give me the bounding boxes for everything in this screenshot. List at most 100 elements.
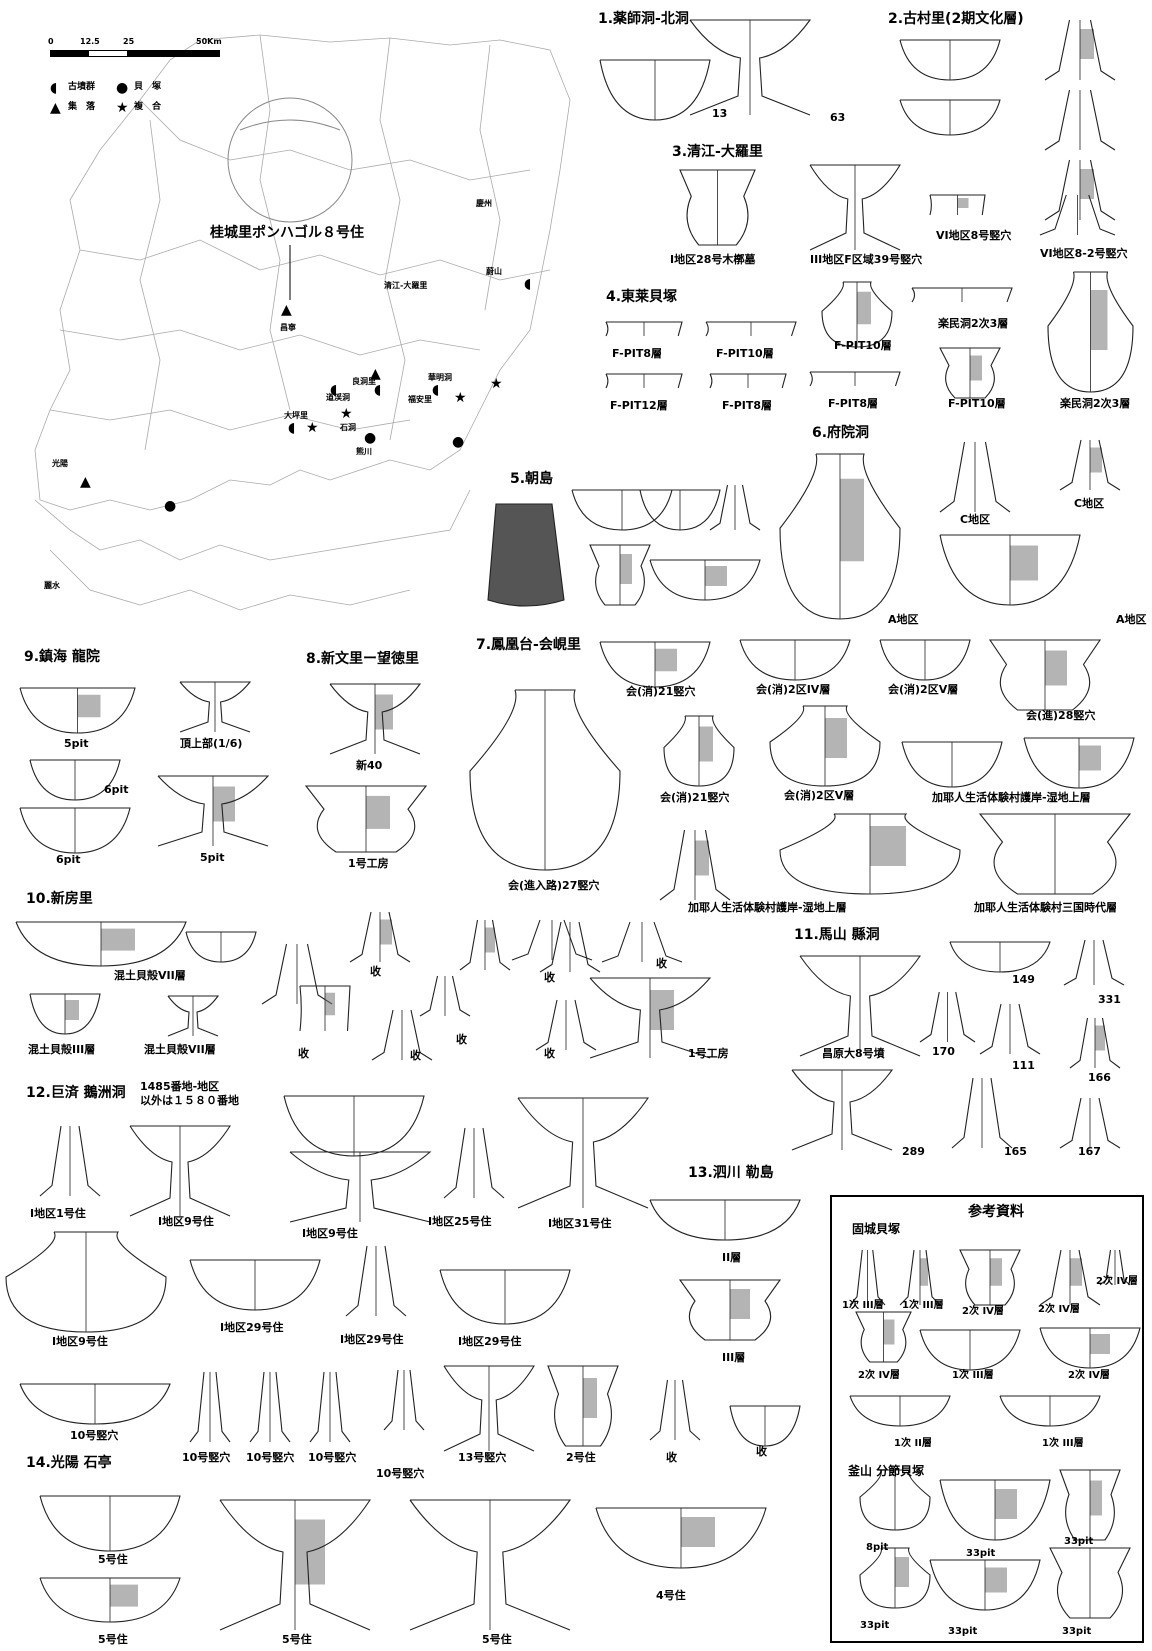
pottery-drawing [419, 975, 471, 1017]
item-label: 收 [370, 965, 381, 978]
pottery-drawing [939, 1479, 1051, 1541]
pottery-drawing [304, 785, 428, 853]
pottery-drawing [443, 1365, 535, 1452]
item-label: 1次 III層 [952, 1370, 994, 1381]
pottery-drawing [19, 807, 131, 854]
composite-site-icon: ★ [306, 420, 319, 436]
shell-mound-icon: ● [116, 80, 129, 96]
item-label: 加耶人生活体験村護岸-湿地上層 [688, 901, 847, 914]
map-place-label: 昌寧 [280, 323, 296, 332]
pottery-drawing [919, 991, 976, 1043]
item-label: 8pit [866, 1542, 889, 1553]
section-title: 6.府院洞 [812, 425, 870, 441]
pottery-drawing [1047, 271, 1134, 393]
item-label: 1次 III層 [1042, 1438, 1084, 1449]
item-label: C地区 [1074, 497, 1105, 510]
item-label: I地区25号住 [428, 1215, 492, 1228]
pottery-drawing [517, 1097, 650, 1209]
map-legend: ◖ 古墳群 ● 貝 塚 ▲ 集 落 ★ 複 合 [50, 80, 190, 120]
pottery-drawing [189, 1259, 321, 1311]
item-label: 5pit [64, 737, 89, 750]
map-place-label: 光陽 [52, 459, 68, 468]
item-label: 33pit [966, 1548, 996, 1559]
item-label: F-PIT8層 [828, 397, 879, 410]
pottery-drawing [791, 1069, 894, 1151]
reference-title: 参考資料 [968, 1204, 1024, 1220]
pottery-drawing [859, 1547, 931, 1609]
item-label: 5pit [200, 851, 225, 864]
item-label: 33pit [1064, 1536, 1094, 1547]
pottery-drawing [219, 1499, 372, 1631]
item-label: 1号工房 [348, 857, 389, 870]
item-label: C地区 [960, 513, 991, 526]
item-label: 10号竪穴 [308, 1451, 357, 1464]
item-label: 2次 IV層 [1096, 1276, 1138, 1287]
pottery-drawing [595, 1507, 767, 1569]
pottery-drawing [599, 59, 711, 121]
item-label: 收 [656, 957, 667, 970]
pottery-drawing [605, 373, 683, 389]
item-label: A地区 [1116, 613, 1147, 626]
pottery-drawing [639, 489, 721, 531]
item-label: 加耶人生活体験村三国時代層 [974, 901, 1117, 914]
pottery-drawing [1059, 1097, 1121, 1149]
artifact-photo [487, 503, 565, 607]
pottery-drawing [443, 1127, 505, 1199]
pottery-drawing [1049, 1547, 1131, 1619]
item-label: III層 [722, 1351, 746, 1364]
pottery-drawing [383, 1369, 425, 1431]
item-label: 331 [1098, 993, 1121, 1006]
item-label: 混土貝殻III層 [28, 1043, 96, 1056]
item-label: 1次 III層 [842, 1300, 884, 1311]
item-label: II層 [722, 1251, 742, 1264]
pottery-drawing [129, 1125, 232, 1217]
pottery-drawing [1039, 1327, 1141, 1369]
pottery-drawing [1069, 1017, 1121, 1069]
pottery-drawing [29, 993, 101, 1035]
pottery-drawing [709, 484, 761, 531]
pottery-drawing [929, 194, 986, 216]
item-label: 2次 IV層 [962, 1306, 1004, 1317]
tomb-cluster-icon: ◖ [288, 420, 296, 436]
section-title: 12.巨済 鵝洲洞 [26, 1085, 126, 1101]
scale-tick: 50Km [196, 37, 222, 46]
pottery-drawing [39, 1577, 181, 1623]
item-label: 149 [1012, 973, 1035, 986]
item-label: 33pit [1062, 1626, 1092, 1637]
scale-tick: 0 [48, 37, 54, 46]
item-label: III地区F区域39号竪穴 [810, 253, 923, 266]
item-label: 新40 [356, 759, 383, 772]
item-label: F-PIT10層 [834, 339, 892, 352]
item-label: 昌原大8号墳 [822, 1047, 885, 1060]
tomb-cluster-icon: ◖ [330, 382, 338, 398]
reference-subtitle: 釜山 分節貝塚 [848, 1464, 925, 1478]
pottery-drawing [899, 1249, 941, 1306]
tomb-cluster-icon: ◖ [432, 382, 440, 398]
pottery-drawing [689, 19, 812, 116]
item-label: 167 [1078, 1145, 1101, 1158]
pottery-drawing [649, 559, 761, 601]
section-title: 5.朝島 [510, 471, 554, 487]
pottery-drawing [1039, 194, 1116, 236]
item-label: 2号住 [566, 1451, 596, 1464]
pottery-drawing [547, 1365, 619, 1447]
legend-label: 集 落 [68, 102, 96, 112]
pottery-drawing [459, 919, 511, 971]
item-label: 5号住 [282, 1633, 312, 1646]
tomb-cluster-icon: ◖ [524, 276, 532, 292]
pottery-drawing [249, 1371, 291, 1443]
pottery-drawing [939, 534, 1081, 606]
legend-label: 複 合 [134, 102, 162, 112]
map-place-label: 大坪里 [284, 411, 308, 420]
map-place-label: 福安里 [408, 395, 432, 404]
map-place-label: 熊川 [356, 447, 372, 456]
item-label: VI地区8-2号竪穴 [1040, 247, 1128, 260]
pottery-drawing [663, 715, 735, 787]
pottery-drawing [999, 1395, 1101, 1427]
item-label: I地区1号住 [30, 1207, 86, 1220]
pottery-drawing [299, 985, 351, 1032]
pottery-drawing [345, 1245, 407, 1317]
item-label: I地区9号住 [158, 1215, 214, 1228]
section-title: 8.新文里ー望徳里 [306, 651, 420, 667]
pottery-drawing [978, 813, 1132, 895]
